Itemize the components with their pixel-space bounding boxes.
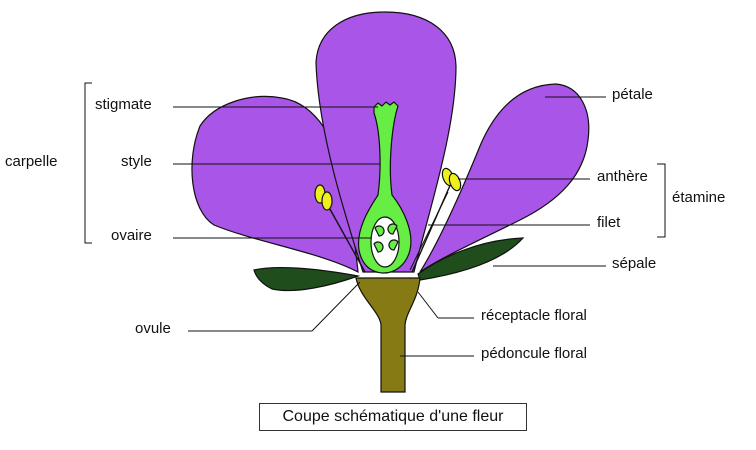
stem xyxy=(356,278,420,392)
label-style: style xyxy=(121,153,152,171)
carpelle-bracket xyxy=(85,83,92,243)
label-receptacle: réceptacle floral xyxy=(481,307,587,325)
label-pedoncule: pédoncule floral xyxy=(481,345,587,363)
label-carpelle: carpelle xyxy=(5,153,58,171)
leader-ovule-2 xyxy=(312,282,360,331)
sepal-left xyxy=(254,268,358,291)
label-ovaire: ovaire xyxy=(111,227,152,245)
label-sepale: sépale xyxy=(612,255,656,273)
label-stigmate: stigmate xyxy=(95,96,152,114)
label-anthere: anthère xyxy=(597,168,648,186)
leader-receptacle xyxy=(418,292,438,318)
anther-left-b xyxy=(322,192,332,210)
label-ovule: ovule xyxy=(135,320,171,338)
label-petale: pétale xyxy=(612,86,653,104)
etamine-bracket xyxy=(657,164,665,237)
label-etamine: étamine xyxy=(672,189,725,207)
label-filet: filet xyxy=(597,214,620,232)
diagram-caption: Coupe schématique d'une fleur xyxy=(259,403,527,431)
